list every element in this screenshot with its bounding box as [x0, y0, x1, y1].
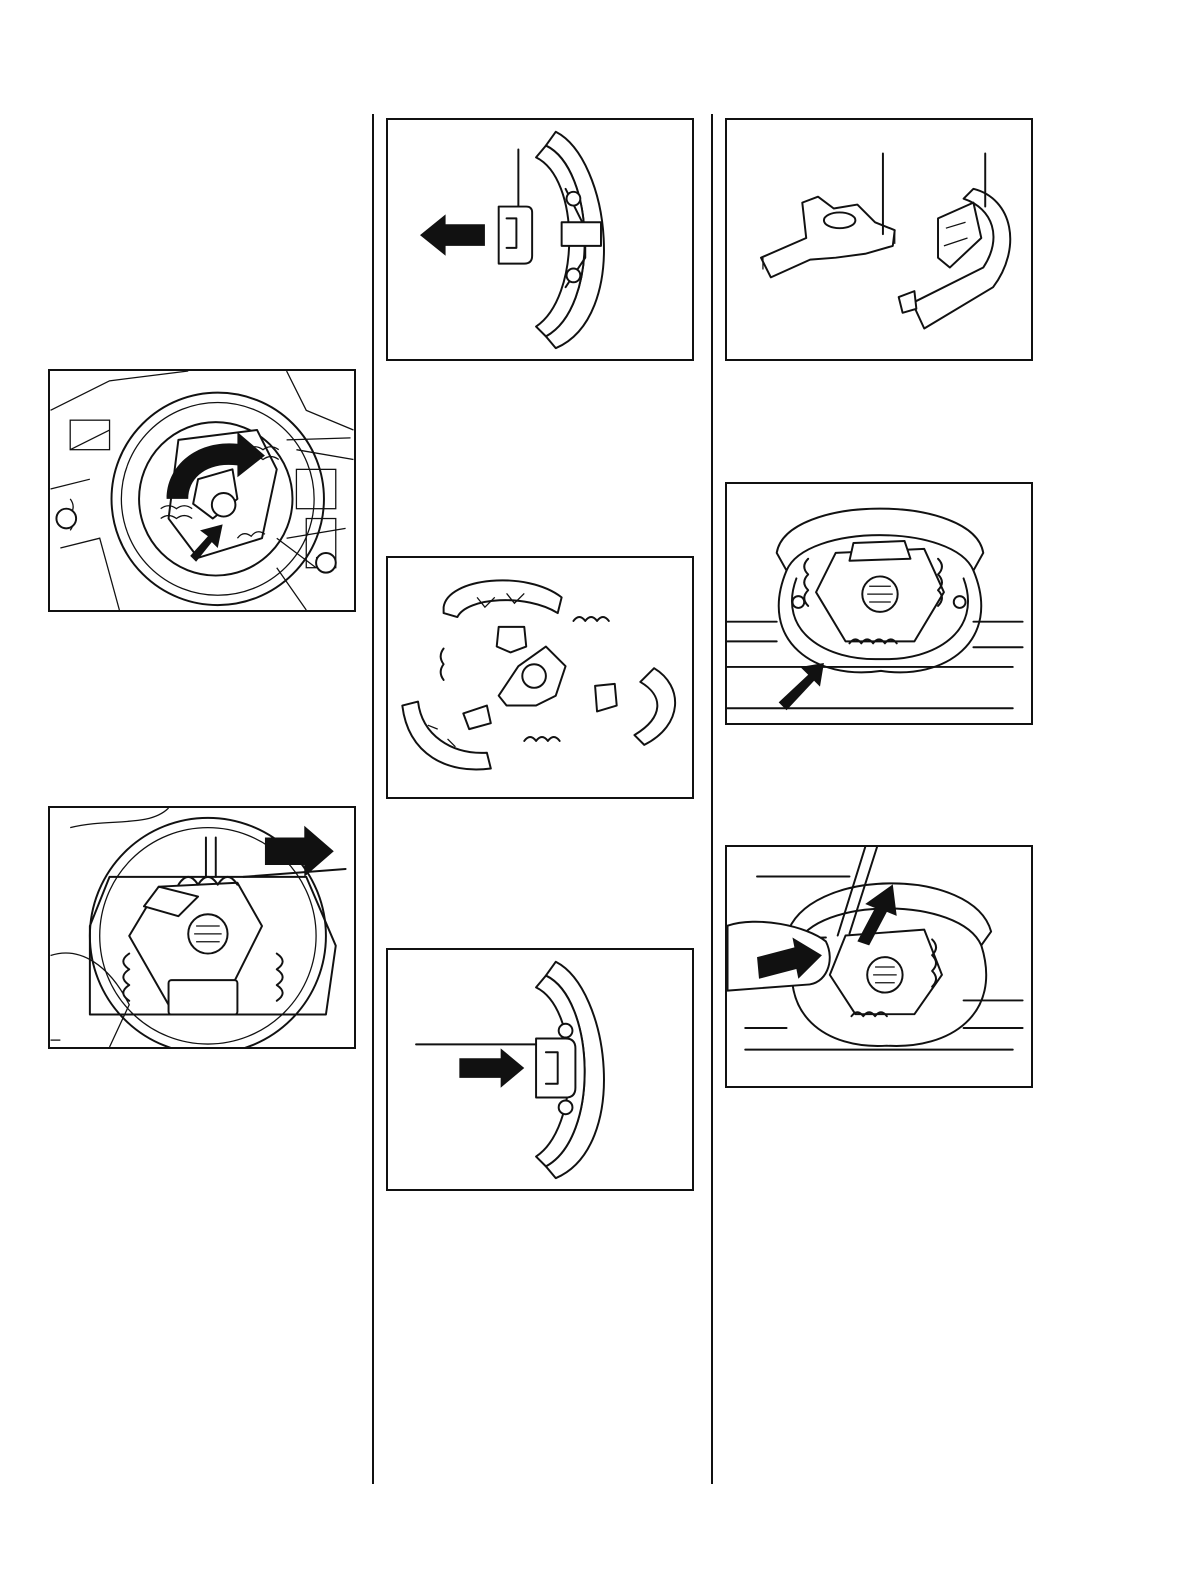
shoe-guide-insert-illustration	[388, 950, 692, 1189]
clutch-assembly-vise-illustration	[727, 484, 1031, 723]
carrier-and-shoe-illustration	[727, 120, 1031, 359]
figure-clutch-assembly-vise	[725, 482, 1033, 725]
column-divider-right	[711, 114, 713, 1484]
column-divider-left	[372, 114, 374, 1484]
shoe-guide-removal-illustration	[388, 120, 692, 359]
figure-clutch-exploded-view	[386, 556, 694, 799]
figure-clutch-carrier-rotate	[48, 369, 356, 612]
figure-carrier-and-shoe	[725, 118, 1033, 361]
clutch-carrier-rotate-illustration	[50, 371, 354, 610]
figure-spring-unhook	[48, 806, 356, 1049]
clutch-exploded-view-illustration	[388, 558, 692, 797]
spring-attach-illustration	[727, 847, 1031, 1086]
spring-unhook-illustration	[50, 808, 354, 1047]
figure-shoe-guide-insert	[386, 948, 694, 1191]
figure-shoe-guide-removal	[386, 118, 694, 361]
figure-spring-attach	[725, 845, 1033, 1088]
